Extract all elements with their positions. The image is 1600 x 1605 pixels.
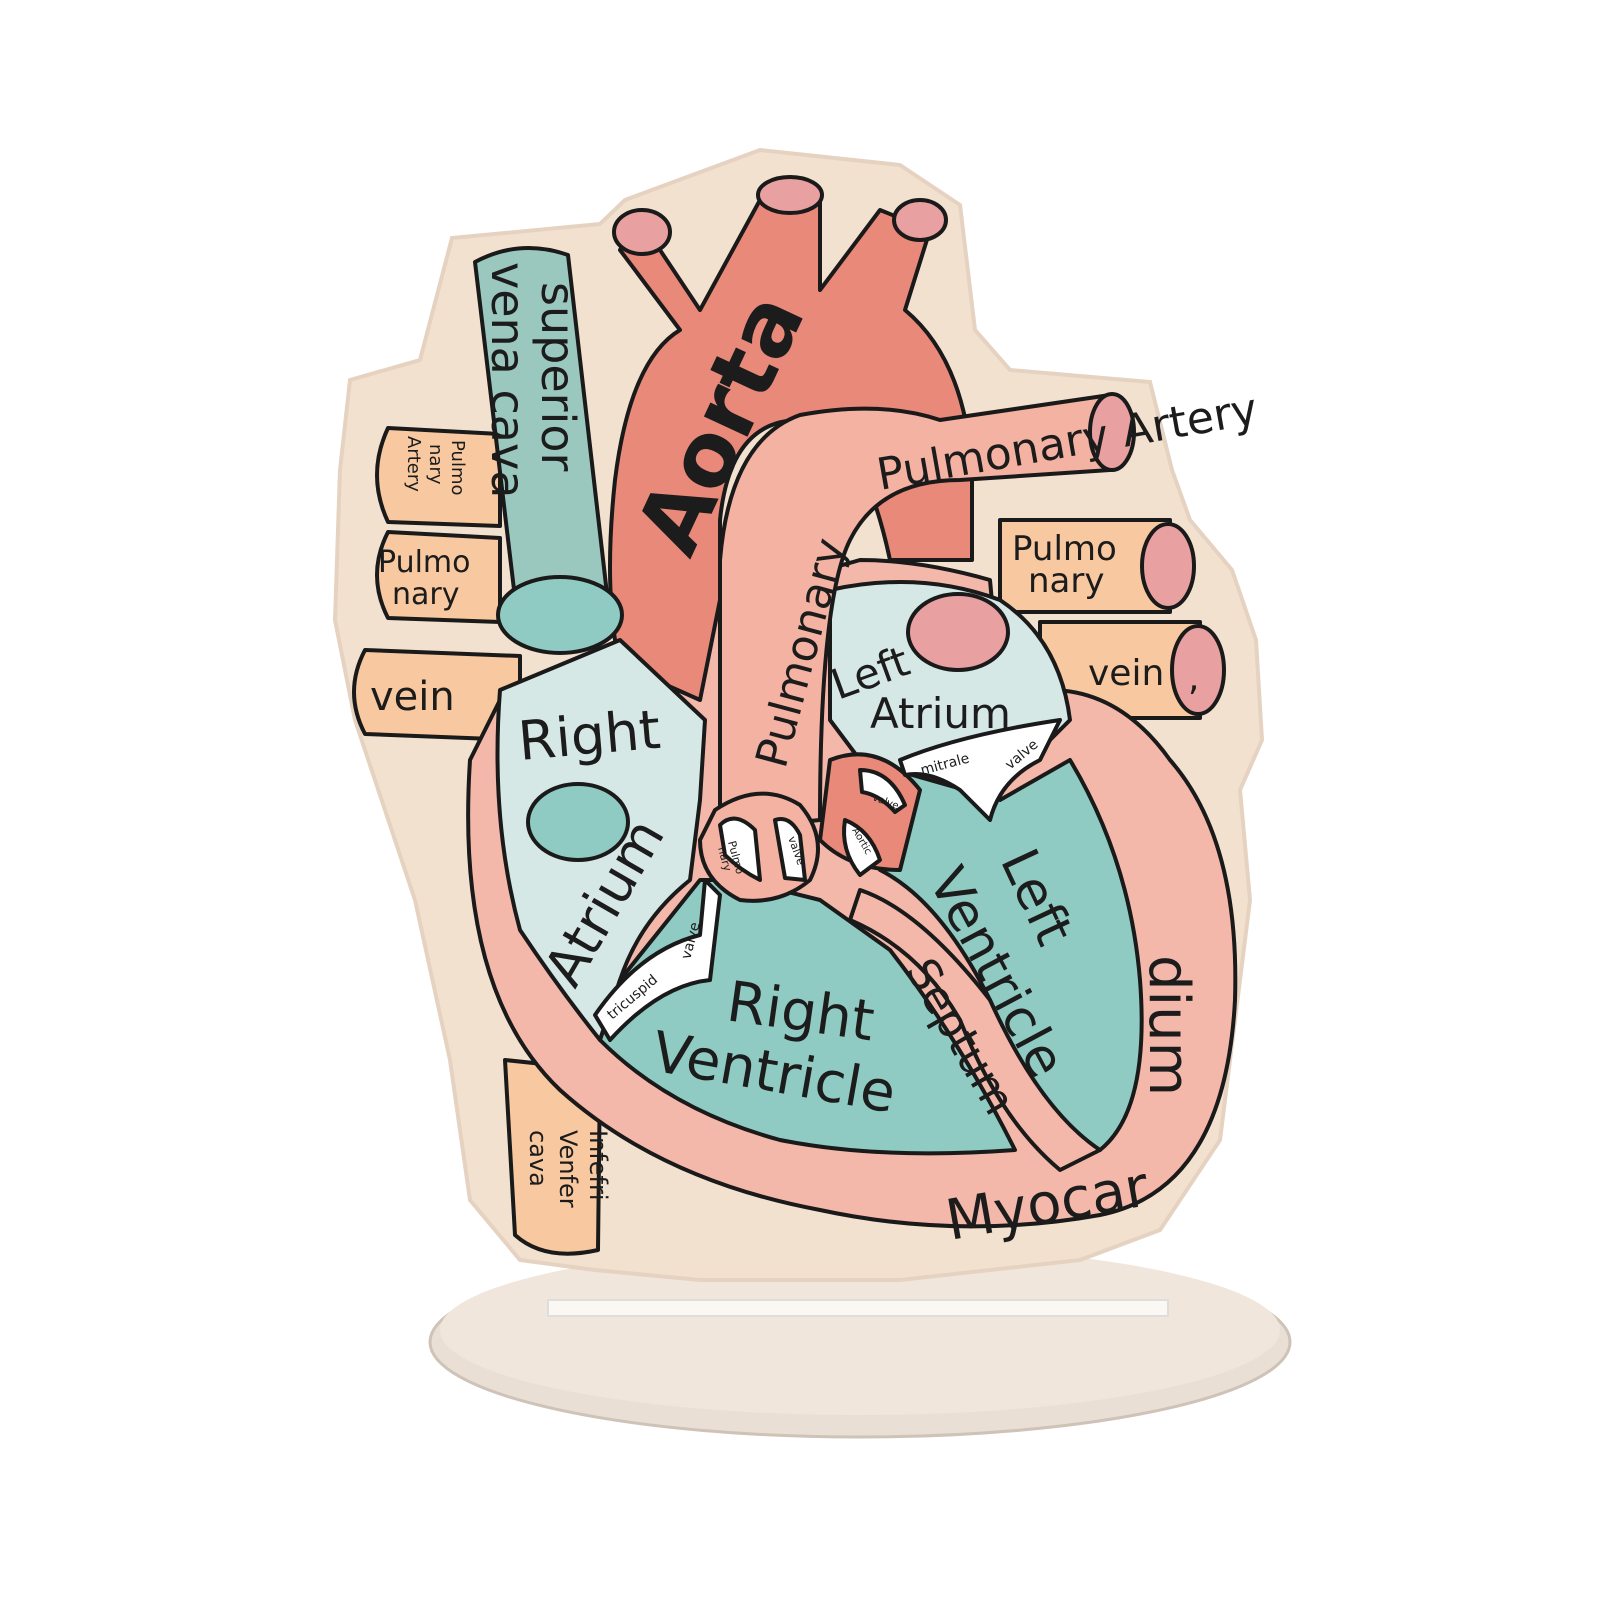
label-left-pulmonary-1: Pulmo — [378, 545, 471, 580]
label-inferior-vena-cava-1: Infefri — [584, 1130, 612, 1201]
label-right-pulmonary-2: nary — [1028, 561, 1104, 601]
label-left-atrium-2: Atrium — [870, 689, 1011, 738]
label-myocardium-2: dium — [1136, 955, 1201, 1096]
label-left-pulmonary-artery-1: Pulmo — [447, 440, 468, 496]
aorta-branch-2-end — [758, 177, 822, 213]
label-right-atrium-1: Right — [516, 698, 663, 773]
superior-vena-cava-opening — [498, 577, 622, 653]
label-left-pulmonary-artery-2: nary — [425, 444, 446, 485]
label-left-pulmonary-2: nary — [392, 577, 460, 612]
right-pulmonary-vein-upper-end — [1142, 524, 1194, 608]
label-left-vein: vein — [370, 674, 455, 720]
label-superior-vena-cava-2: vena cava — [481, 262, 535, 498]
label-left-pulmonary-artery-3: Artery — [403, 436, 424, 492]
label-right-vein-mark: , — [1188, 658, 1199, 699]
label-superior-vena-cava-1: superior — [531, 282, 585, 471]
aorta-branch-3-end — [894, 200, 946, 240]
label-inferior-vena-cava-2: Venfer — [554, 1130, 582, 1208]
pulmonary-vein-opening — [908, 594, 1008, 670]
label-right-vein: vein — [1088, 653, 1164, 694]
label-inferior-vena-cava-3: cava — [524, 1130, 552, 1187]
aorta-branch-1-end — [614, 210, 670, 254]
